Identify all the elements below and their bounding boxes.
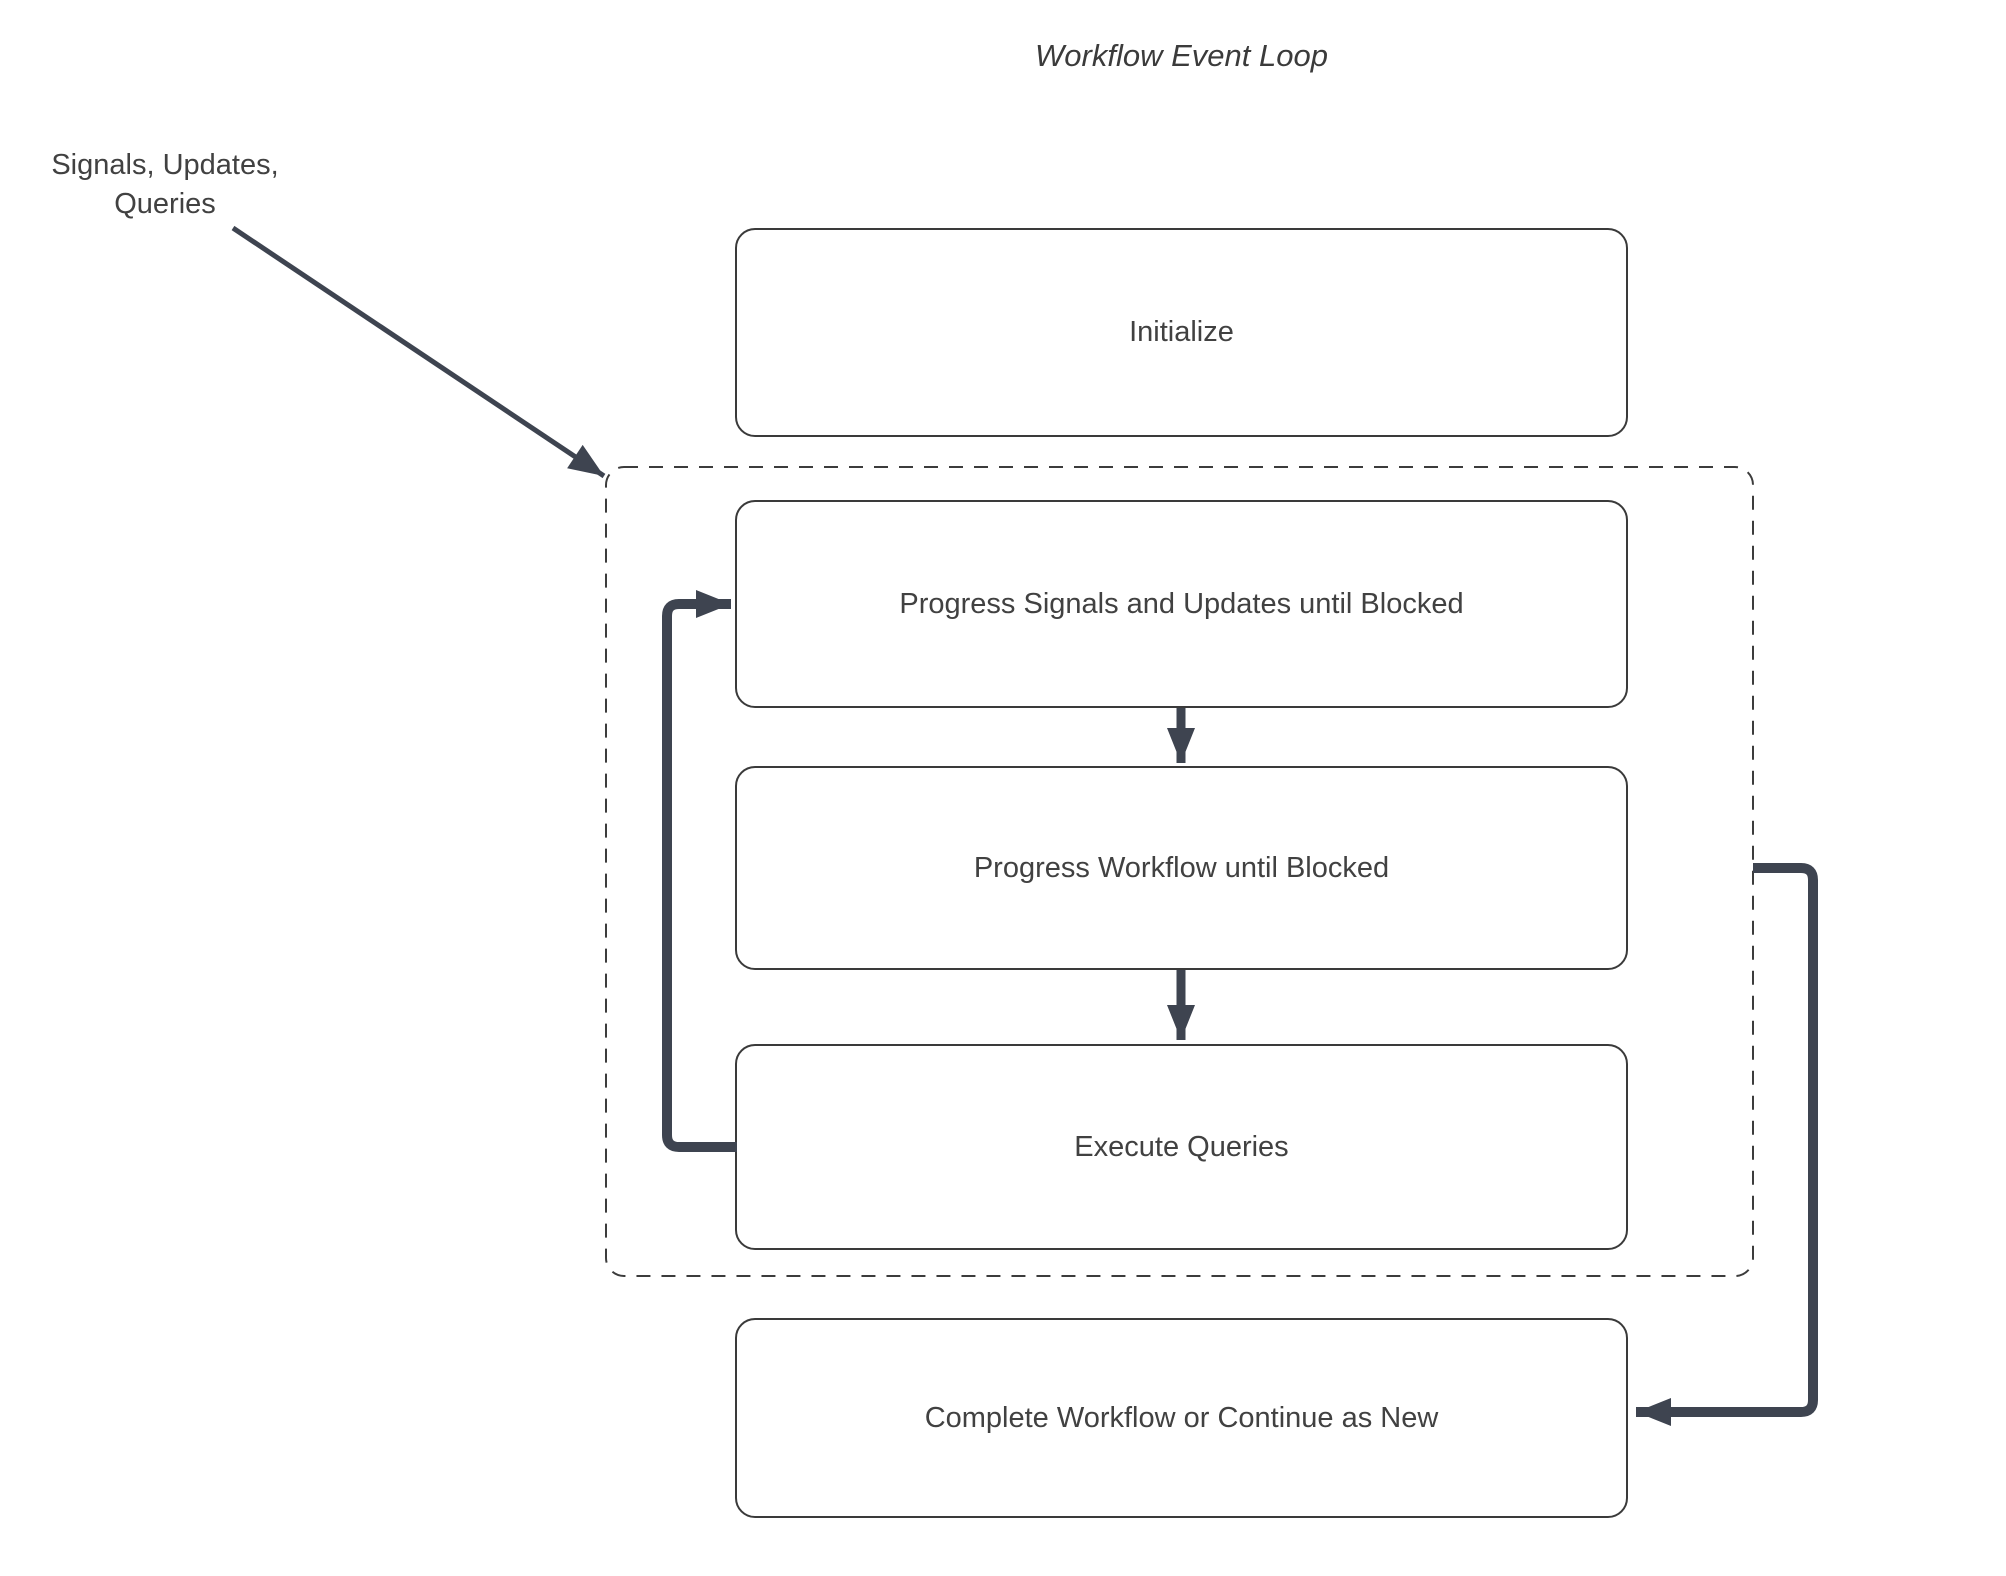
signals-updates-queries-label-line1: Signals, Updates, — [51, 149, 279, 181]
node-progress-signals: Progress Signals and Updates until Block… — [735, 500, 1628, 708]
signals-updates-queries-label: Signals, Updates, Queries — [20, 146, 310, 224]
node-initialize-label: Initialize — [1129, 316, 1234, 348]
node-complete-workflow: Complete Workflow or Continue as New — [735, 1318, 1628, 1518]
signals-updates-queries-label-line2: Queries — [114, 188, 216, 220]
node-progress-signals-label: Progress Signals and Updates until Block… — [899, 587, 1464, 620]
loop-back-arrow — [662, 590, 737, 1152]
node-progress-workflow: Progress Workflow until Blocked — [735, 766, 1628, 970]
node-execute-queries: Execute Queries — [735, 1044, 1628, 1250]
signals-input-arrow — [231, 225, 606, 479]
diagram-title: Workflow Event Loop — [1035, 38, 1328, 73]
node-initialize: Initialize — [735, 228, 1628, 437]
node-progress-workflow-label: Progress Workflow until Blocked — [973, 851, 1390, 884]
node-execute-queries-label: Execute Queries — [1074, 1130, 1289, 1163]
node-complete-workflow-label: Complete Workflow or Continue as New — [924, 1401, 1439, 1434]
continue-arrow — [1636, 863, 1818, 1426]
